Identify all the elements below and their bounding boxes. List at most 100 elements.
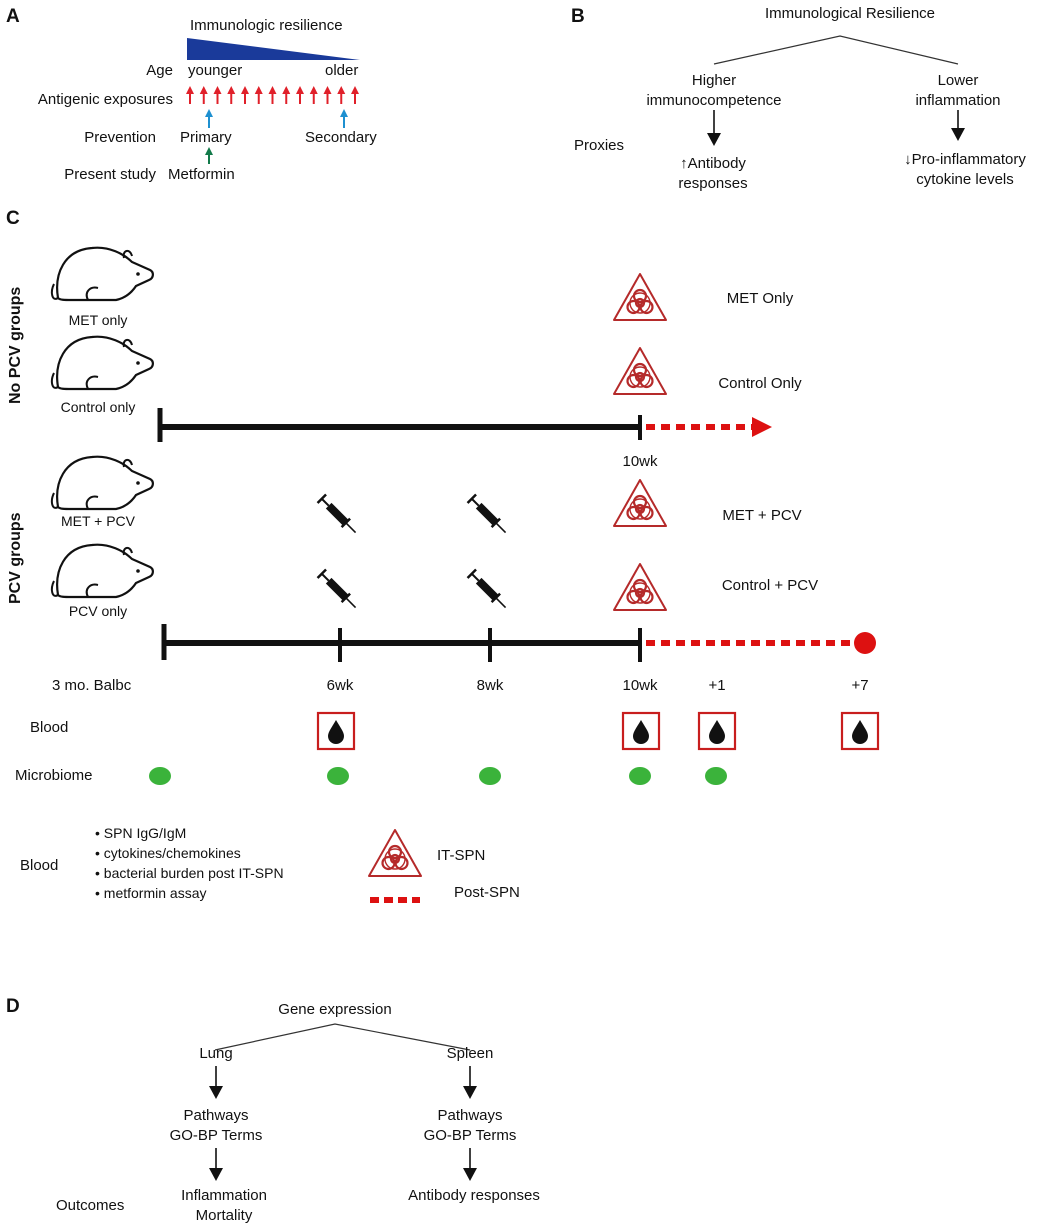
exposure-arrow-icon xyxy=(199,86,208,104)
vaccine-syringe-icon xyxy=(316,493,360,537)
challenge-hazard-icon xyxy=(612,346,668,396)
vaccine-syringe-icon xyxy=(466,568,510,612)
row-label-present-study: Present study xyxy=(64,166,156,183)
panel-b-title: Immunological Resilience xyxy=(765,5,935,22)
legend-item: • metformin assay xyxy=(95,885,207,901)
proxies-label: Proxies xyxy=(574,137,624,154)
lung-outcome-inflammation: Inflammation xyxy=(181,1187,267,1204)
right-outcome-line2: cytokine levels xyxy=(916,171,1014,188)
tick-plus7: +7 xyxy=(851,677,868,694)
primary-arrow-icon xyxy=(205,109,213,128)
lung-pathways: Pathways xyxy=(183,1107,248,1124)
metformin-arrow-icon xyxy=(205,147,213,164)
mouse-pcv-only-icon xyxy=(50,543,154,599)
legend-post-spn-label: Post-SPN xyxy=(454,884,520,901)
exposure-arrow-icon xyxy=(282,86,291,104)
row-label-age: Age xyxy=(146,62,173,79)
mouse-met-pcv-icon xyxy=(50,455,154,511)
spleen-label: Spleen xyxy=(447,1045,494,1062)
vaccine-syringe-icon xyxy=(316,568,360,612)
pcv-groups-label: PCV groups xyxy=(7,512,24,604)
right-branch-line1: Lower xyxy=(938,72,979,89)
microbiome-sample-dot xyxy=(149,767,171,785)
row-label-blood: Blood xyxy=(30,719,68,736)
lung-go-terms: GO-BP Terms xyxy=(170,1127,263,1144)
age-younger: younger xyxy=(188,62,242,79)
tick-10wk: 10wk xyxy=(622,677,658,694)
resilience-branch-line xyxy=(713,35,959,65)
challenge-hazard-icon xyxy=(612,272,668,322)
challenge-label-met-pcv: MET + PCV xyxy=(722,507,801,524)
timeline-no-pcv xyxy=(157,408,772,442)
right-outcome-line1: ↓Pro-inflammatory xyxy=(904,151,1026,168)
legend-hazard-icon xyxy=(367,828,423,878)
mouse-label-met-only: MET only xyxy=(69,312,128,328)
panel-d-letter: D xyxy=(6,996,20,1017)
spleen-pathways: Pathways xyxy=(437,1107,502,1124)
panel-a: A Immunologic resilience Age younger old… xyxy=(6,6,377,183)
gene-expression-branch-line xyxy=(214,1023,471,1051)
row-label-antigenic: Antigenic exposures xyxy=(38,91,173,108)
mouse-label-pcv-only: PCV only xyxy=(69,603,127,619)
microbiome-sample-dot xyxy=(327,767,349,785)
panel-b-letter: B xyxy=(571,6,585,27)
spleen-arrow-icon xyxy=(463,1066,477,1099)
age-older: older xyxy=(325,62,358,79)
prevention-secondary: Secondary xyxy=(305,129,377,146)
panel-a-letter: A xyxy=(6,6,20,27)
exposure-arrow-icon xyxy=(186,86,194,104)
tick-6wk: 6wk xyxy=(327,677,354,694)
tick-8wk: 8wk xyxy=(477,677,504,694)
legend-item: • cytokines/chemokines xyxy=(95,845,241,861)
microbiome-sample-dot xyxy=(629,767,651,785)
antigenic-exposure-arrows xyxy=(186,86,359,104)
spleen-go-terms: GO-BP Terms xyxy=(424,1127,517,1144)
row-label-microbiome: Microbiome xyxy=(15,767,93,784)
timeline-top-tick-10wk: 10wk xyxy=(622,453,658,470)
exposure-arrow-icon xyxy=(213,86,222,104)
row-label-prevention: Prevention xyxy=(84,129,156,146)
right-proxy-arrow-icon xyxy=(951,110,965,141)
present-study-metformin: Metformin xyxy=(168,166,235,183)
spleen-outcome-antibody: Antibody responses xyxy=(408,1187,540,1204)
mouse-met-only-icon xyxy=(50,246,154,302)
spleen-outcome-arrow-icon xyxy=(463,1148,477,1181)
mouse-control-only-icon xyxy=(50,335,154,391)
secondary-arrow-icon xyxy=(340,109,348,128)
lung-outcome-arrow-icon xyxy=(209,1148,223,1181)
panel-d-title: Gene expression xyxy=(278,1001,391,1018)
blood-sample-icon xyxy=(697,711,737,751)
panel-a-title: Immunologic resilience xyxy=(190,17,343,34)
outcomes-label: Outcomes xyxy=(56,1197,124,1214)
timeline-pcv xyxy=(161,624,876,662)
legend-blood-list: • SPN IgG/IgM • cytokines/chemokines • b… xyxy=(95,825,284,901)
challenge-hazard-icon xyxy=(612,478,668,528)
challenge-label-control-pcv: Control + PCV xyxy=(722,577,818,594)
lung-label: Lung xyxy=(199,1045,232,1062)
blood-sample-icon xyxy=(840,711,880,751)
exposure-arrow-icon xyxy=(351,86,359,104)
challenge-hazard-icon xyxy=(612,562,668,612)
blood-sample-icon xyxy=(316,711,356,751)
lung-outcome-mortality: Mortality xyxy=(196,1207,253,1224)
exposure-arrow-icon xyxy=(296,86,304,104)
legend-blood-title: Blood xyxy=(20,857,58,874)
microbiome-sample-dot xyxy=(479,767,501,785)
panel-b: B Immunological Resilience Higher immuno… xyxy=(571,5,1026,192)
left-proxy-arrow-icon xyxy=(707,110,721,146)
panel-c-letter: C xyxy=(6,208,20,229)
exposure-arrow-icon xyxy=(241,86,249,104)
right-branch-line2: inflammation xyxy=(915,92,1000,109)
lung-arrow-icon xyxy=(209,1066,223,1099)
exposure-arrow-icon xyxy=(254,86,263,104)
left-branch-line1: Higher xyxy=(692,72,736,89)
legend-itspn-label: IT-SPN xyxy=(437,847,485,864)
challenge-label-control-only: Control Only xyxy=(718,375,802,392)
tick-plus1: +1 xyxy=(708,677,725,694)
mouse-label-control-only: Control only xyxy=(61,399,136,415)
left-branch-line2: immunocompetence xyxy=(646,92,781,109)
mouse-label-met-pcv: MET + PCV xyxy=(61,513,136,529)
exposure-arrow-icon xyxy=(323,86,332,104)
panel-c: C No PCV groups PCV groups MET only Cont… xyxy=(6,208,880,903)
